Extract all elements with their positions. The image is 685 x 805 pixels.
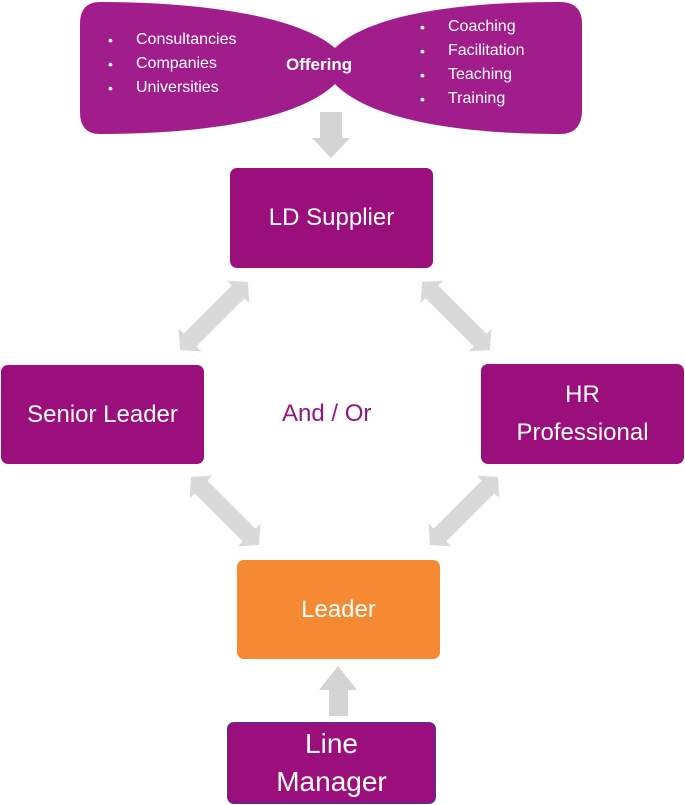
line-manager-box: Line Manager xyxy=(227,722,436,804)
hr-professional-label-line1: HR xyxy=(565,381,600,408)
senior-leader-box: Senior Leader xyxy=(1,365,204,464)
offering-item: Training xyxy=(420,87,524,111)
senior-leader-label: Senior Leader xyxy=(27,400,178,428)
ld-supplier-label: LD Supplier xyxy=(268,204,395,231)
offering-item: Teaching xyxy=(420,63,524,87)
offering-item: Universities xyxy=(108,76,237,100)
line-manager-label-line2: Manager xyxy=(276,766,387,797)
arrow-supplier-hr xyxy=(420,280,492,352)
and-or-label: And / Or xyxy=(282,400,372,427)
leader-label: Leader xyxy=(301,595,376,623)
offering-left-list: Consultancies Companies Universities xyxy=(108,28,237,100)
offering-title: Offering xyxy=(286,55,353,74)
arrow-senior-leader xyxy=(189,475,261,547)
arrow-supplier-senior xyxy=(178,280,250,352)
line-manager-label-line1: Line xyxy=(305,728,358,759)
leader-box: Leader xyxy=(237,560,440,659)
offering-item: Facilitation xyxy=(420,39,524,63)
arrow-offering-to-supplier xyxy=(312,112,350,158)
ld-supplier-box: LD Supplier xyxy=(230,168,433,268)
offering-item: Coaching xyxy=(420,15,524,39)
arrow-hr-leader xyxy=(428,475,500,547)
hr-professional-label-line2: Professional xyxy=(516,419,649,446)
offering-item: Consultancies xyxy=(108,28,237,52)
offering-item: Companies xyxy=(108,52,237,76)
hr-professional-box: HR Professional xyxy=(481,364,684,464)
offering-right-list: Coaching Facilitation Teaching Training xyxy=(420,15,524,111)
arrow-manager-to-leader xyxy=(319,666,357,716)
